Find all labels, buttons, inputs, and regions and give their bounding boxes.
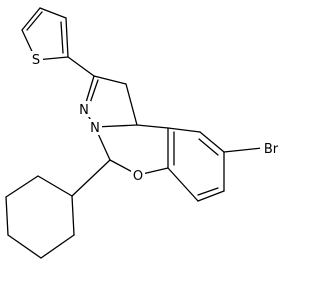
bond-c3-c4-pyr	[93, 75, 127, 85]
molecule-canvas: S N N O Br	[5, 7, 282, 259]
bond-cy1-cy2	[37, 175, 73, 197]
nitrogen1-label-mask	[88, 119, 102, 135]
bond-c5-cyclohexyl	[71, 159, 111, 197]
bond-c4-c4a	[125, 83, 138, 126]
nitrogen2-label-mask	[77, 101, 91, 117]
bond-thiophene-pyrazoline	[67, 56, 95, 77]
bond-c10-c9-inner	[198, 138, 219, 156]
bond-c2-c3	[21, 7, 41, 31]
sulfur-label-mask	[29, 51, 43, 67]
oxygen-atom-label: O	[133, 169, 143, 184]
bond-c10a-c4a	[136, 124, 169, 129]
atom-labels: S N N O Br	[29, 51, 282, 184]
sulfur-atom-label: S	[32, 53, 40, 68]
bond-c10-c9	[199, 131, 225, 153]
structure-drawing: S N N O Br	[5, 7, 282, 259]
bond-c8-c7-inner	[197, 187, 219, 196]
oxygen-label-mask	[131, 167, 145, 183]
bond-cy4-cy5	[7, 234, 42, 259]
nitrogen-atom-label-1: N	[90, 121, 100, 136]
bond-c2-c3-inner	[26, 11, 43, 31]
bond-c9-br	[223, 147, 263, 153]
bond-c3-c4	[39, 7, 67, 19]
nitrogen-atom-label-2: N	[79, 103, 89, 118]
bond-cy5-cy6	[40, 234, 75, 259]
bond-cy3-cy4	[5, 196, 9, 236]
bond-c8-c7	[197, 190, 225, 202]
bond-c7-c6a	[167, 167, 199, 202]
bond-c10a-c10	[167, 127, 201, 133]
bond-c4-c5-inner	[60, 21, 64, 54]
bond-cy6-cy1	[71, 195, 75, 236]
bond-cy2-cy3	[5, 175, 39, 198]
bond-c4-c5	[65, 17, 69, 58]
bromine-atom-label: Br	[264, 142, 279, 157]
bromine-label-mask	[260, 140, 282, 156]
bonds	[5, 7, 263, 259]
